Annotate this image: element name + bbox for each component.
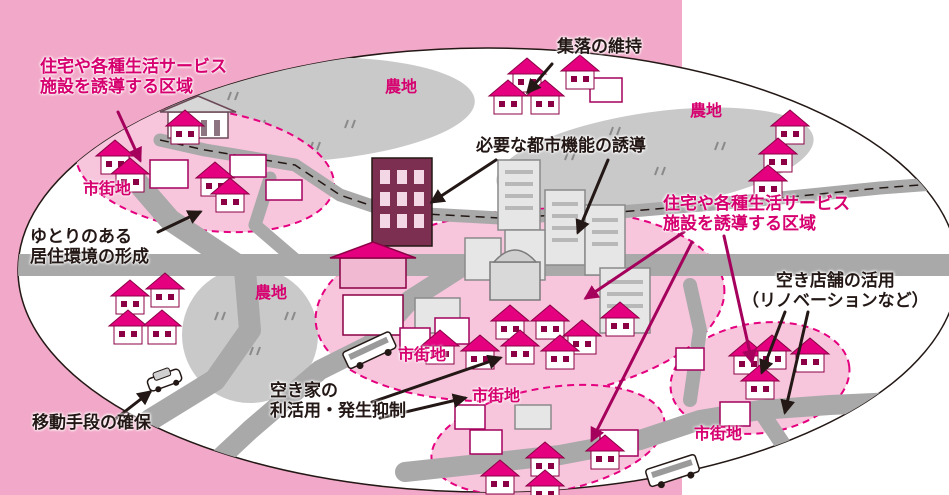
induction-area-label-center-right: 住宅や各種生活サービス 施設を誘導する区域 (663, 194, 850, 234)
house-icon (164, 109, 206, 145)
arrow-icon (590, 240, 694, 443)
district-label-south: 市街地 (472, 386, 521, 405)
vacant-house-label: 空き家の 利活用・発生抑制 (270, 381, 406, 421)
farmland-label-center: 農地 (255, 283, 288, 302)
house-icon (141, 309, 183, 345)
arrow-icon (370, 354, 503, 404)
temple (329, 241, 417, 336)
induction-area-label-top-left: 住宅や各種生活サービス 施設を誘導する区域 (40, 57, 227, 97)
house-icon (109, 157, 151, 193)
car-icon (146, 367, 183, 393)
house-icon (487, 79, 529, 115)
house-icon (524, 469, 566, 495)
house-icon (747, 164, 789, 200)
house-icon (539, 334, 581, 370)
district-label-northwest: 市街地 (83, 179, 132, 198)
house-icon (769, 109, 811, 145)
arrow-icon (780, 310, 810, 415)
house-icon (559, 54, 601, 90)
urban-function-induction-label: 必要な都市機能の誘導 (476, 136, 646, 156)
house-icon (499, 329, 541, 365)
buildings (149, 77, 751, 457)
spacious-living-label: ゆとりのある 居住環境の形成 (30, 227, 149, 267)
arrow-icon (429, 158, 498, 204)
arrow-icon (575, 158, 610, 235)
arrow-icon (156, 210, 203, 234)
house-icon (584, 434, 626, 470)
house-icon (524, 441, 566, 477)
farmland-label-top: 農地 (385, 77, 418, 96)
dome-building (489, 249, 541, 301)
arrow-icon (583, 230, 686, 300)
house-icon (529, 304, 571, 340)
office-windows (505, 170, 643, 308)
house-icon (107, 309, 149, 345)
arrow-icon (116, 110, 142, 163)
farmland-label-right: 農地 (690, 101, 723, 120)
house-icon (144, 272, 186, 308)
bus-icon (342, 331, 397, 370)
district-label-center: 市街地 (398, 345, 447, 364)
arrow-icon (759, 310, 787, 375)
tall-building (371, 157, 433, 247)
house-icon (209, 177, 251, 213)
house-icon (757, 137, 799, 173)
village-maintenance-label: 集落の維持 (557, 37, 642, 57)
vacant-store-label: 空き店舗の活用 （リノベーションなど） (742, 271, 929, 311)
house-icon (419, 329, 461, 365)
mobility-label: 移動手段の確保 (32, 413, 151, 433)
house-icon (599, 301, 641, 337)
arrow-icon (722, 234, 757, 365)
bus-icon (645, 453, 700, 489)
farmland-right (496, 107, 814, 213)
arrow-icon (112, 390, 153, 422)
district-label-east: 市街地 (694, 424, 743, 443)
arrow-icon (526, 62, 554, 95)
house-icon (479, 459, 521, 495)
house-icon (109, 279, 151, 315)
arrow-icon (378, 393, 468, 420)
shops (149, 77, 751, 457)
